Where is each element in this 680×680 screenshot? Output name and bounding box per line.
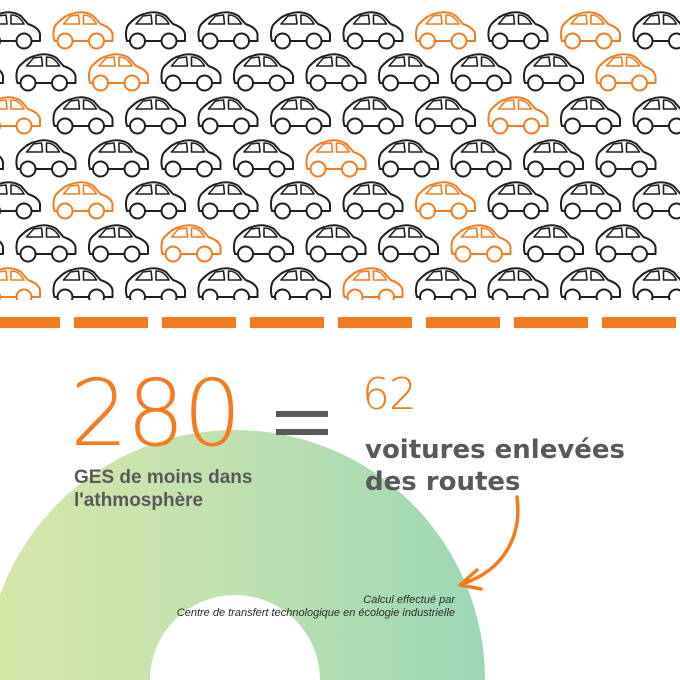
equals-bar-bottom bbox=[276, 429, 328, 435]
road-dash bbox=[0, 317, 60, 328]
road-dash bbox=[162, 317, 236, 328]
cars-caption: voitures enlevées des routes bbox=[365, 435, 626, 497]
ges-value: 280 bbox=[70, 360, 242, 467]
equals-bar-top bbox=[276, 411, 328, 417]
road-dash bbox=[250, 317, 324, 328]
road-dash bbox=[74, 317, 148, 328]
ges-caption: GES de moins dans l'athmosphère bbox=[74, 467, 253, 511]
road-dash bbox=[514, 317, 588, 328]
credit-note: Calcul effectué par Centre de transfert … bbox=[100, 594, 455, 620]
credit-line-1: Calcul effectué par bbox=[363, 594, 455, 606]
road-dash bbox=[338, 317, 412, 328]
credit-line-2: Centre de transfert technologique en éco… bbox=[176, 607, 455, 619]
road-dash bbox=[426, 317, 500, 328]
cars-value: 62 bbox=[362, 369, 417, 420]
road-dash bbox=[602, 317, 676, 328]
